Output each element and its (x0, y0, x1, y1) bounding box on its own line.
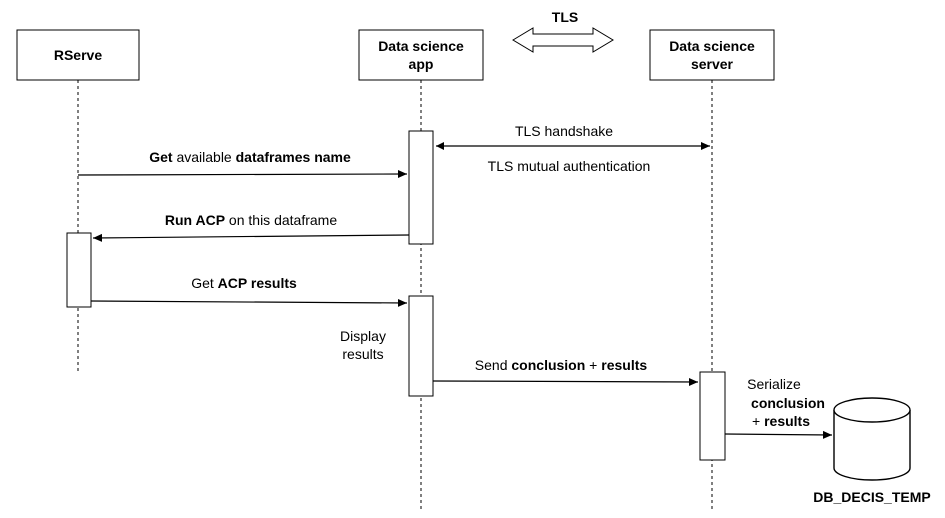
get-dataframes-arrow (77, 170, 408, 179)
participant-app-label-line2: app (409, 56, 434, 72)
tls-mutual-auth-label: TLS mutual authentication (488, 158, 651, 174)
participant-rserve-label: RServe (54, 47, 102, 63)
serialize-label-line2: conclusion (751, 395, 825, 411)
display-results-label-line2: results (342, 346, 383, 362)
participant-data-science-app: Data science app (358, 29, 484, 81)
get-dataframes-label: Get available dataframes name (149, 149, 351, 165)
get-acp-results-arrow (90, 298, 408, 307)
tls-handshake-label: TLS handshake (515, 123, 613, 139)
app-activation-2 (408, 295, 434, 397)
send-conclusion-arrow (432, 377, 699, 386)
get-dataframes-label-part1: Get (149, 149, 173, 165)
participant-server-label-line2: server (691, 56, 734, 72)
run-acp-arrow (92, 233, 410, 242)
rserve-activation (66, 232, 92, 308)
get-dataframes-label-part2: available (173, 149, 236, 165)
run-acp-label-part2: on this dataframe (225, 212, 337, 228)
participant-data-science-server: Data science server (649, 29, 775, 81)
serialize-label-line3: + results (752, 413, 810, 429)
database-label: DB_DECIS_TEMP (813, 489, 930, 505)
get-dataframes-label-part3: dataframes name (236, 149, 351, 165)
get-acp-results-label-part1: Get (191, 275, 217, 291)
run-acp-label-part1: Run ACP (165, 212, 225, 228)
get-acp-results-label-part2: ACP results (218, 275, 297, 291)
serialize-arrow (724, 430, 833, 439)
server-activation (699, 371, 726, 461)
tls-double-arrow-icon (512, 27, 614, 53)
serialize-label-line3-part1: + (752, 413, 764, 429)
send-conclusion-label-part4: results (601, 357, 647, 373)
serialize-label-line3-part2: results (764, 413, 810, 429)
send-conclusion-label-part3: + (585, 357, 601, 373)
send-conclusion-label-part1: Send (475, 357, 512, 373)
tls-label: TLS (552, 9, 578, 25)
send-conclusion-label-part2: conclusion (511, 357, 585, 373)
app-activation-1 (408, 130, 434, 245)
display-results-label-line1: Display (340, 328, 386, 344)
participant-app-label-line1: Data science (378, 38, 464, 54)
serialize-label-line1: Serialize (747, 376, 801, 392)
send-conclusion-label: Send conclusion + results (475, 357, 648, 373)
database-icon (833, 397, 911, 481)
participant-rserve: RServe (16, 29, 140, 81)
run-acp-label: Run ACP on this dataframe (165, 212, 337, 228)
participant-server-label-line1: Data science (669, 38, 755, 54)
get-acp-results-label: Get ACP results (191, 275, 297, 291)
